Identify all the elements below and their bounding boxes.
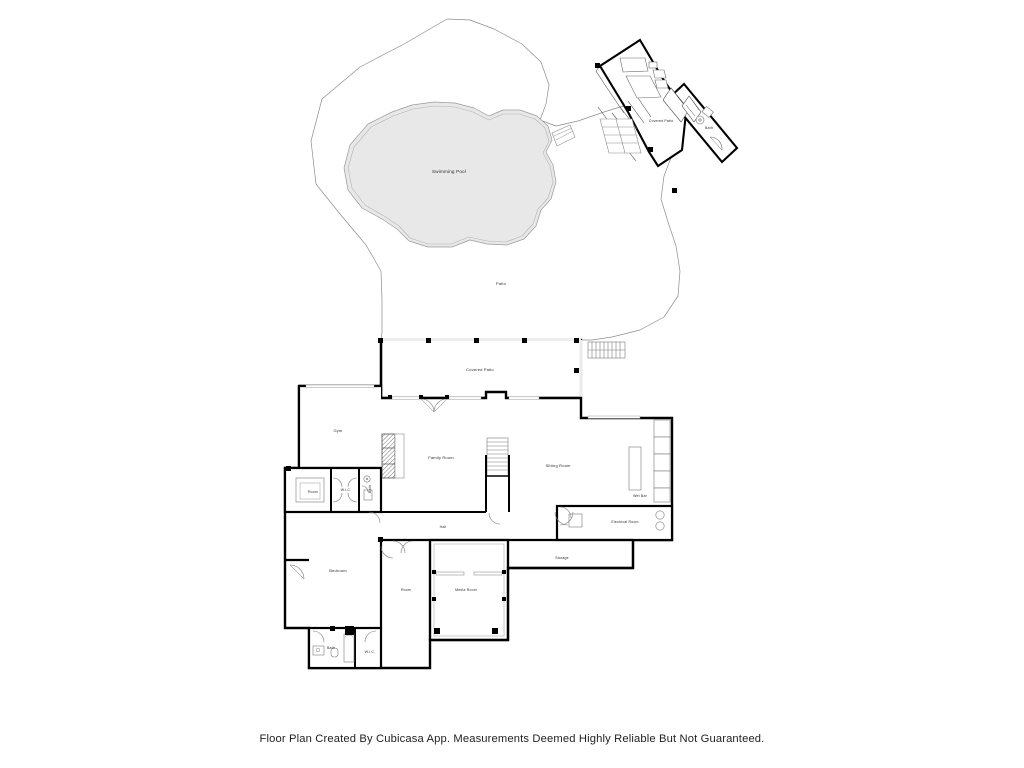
label-storage: Storage xyxy=(555,556,569,560)
covered-patio-area: Covered Patio xyxy=(378,338,583,400)
media-room-posts xyxy=(432,570,506,634)
disclaimer-text: Floor Plan Created By Cubicasa App. Meas… xyxy=(259,733,765,745)
family-room: Family Room xyxy=(428,455,454,460)
label-media-room: Media Room xyxy=(455,588,477,592)
label-lower-bath: Bath xyxy=(327,646,335,650)
label-patio: Patio xyxy=(496,281,507,286)
swimming-pool-group: Swimming Pool xyxy=(343,101,557,248)
label-electrical-room: Electrical Room xyxy=(611,520,638,524)
sitting-room: Sitting Room xyxy=(545,463,571,468)
label-guest-bath: Bath xyxy=(368,485,372,493)
wet-bar-area: Wet Bar xyxy=(587,415,671,503)
label-lower-room: Room xyxy=(401,588,411,592)
label-main-covered-patio: Covered Patio xyxy=(466,367,494,372)
patio-windows xyxy=(391,396,540,400)
label-poolhouse-covered-patio: Covered Patio xyxy=(649,119,674,123)
label-family-room: Family Room xyxy=(428,455,454,460)
label-hall: Hall xyxy=(440,525,447,529)
pool-house-stair-hatch xyxy=(662,87,702,123)
covered-patio-posts xyxy=(378,338,579,373)
swimming-pool-outer-outline xyxy=(343,101,557,248)
label-poolhouse-bath: Bath xyxy=(705,126,713,130)
interior-posts xyxy=(286,395,449,471)
fireplace xyxy=(381,433,405,479)
label-sitting-room: Sitting Room xyxy=(545,463,571,468)
swimming-pool-inner-outline xyxy=(347,105,554,245)
pool-house-group: Covered Patio Bath xyxy=(595,38,739,193)
label-swimming-pool: Swimming Pool xyxy=(432,169,466,174)
bedroom: Bedroom xyxy=(285,537,383,628)
pool-steps-group xyxy=(551,124,576,147)
bedroom-door xyxy=(380,545,394,559)
gym-door xyxy=(368,511,381,524)
label-guest-wic: W.I.C. xyxy=(341,488,352,492)
pool-steps xyxy=(551,124,576,147)
guest-suite-group: Room W.I.C. Bath xyxy=(283,466,383,514)
electrical-room: Electrical Room xyxy=(555,504,674,542)
main-house-group: Covered Patio xyxy=(283,338,674,670)
pool-house-steps xyxy=(599,118,642,154)
bedroom-posts xyxy=(378,537,383,542)
gym-room: Gym xyxy=(297,384,381,470)
lower-bath-group: Bath W.I.C. xyxy=(307,626,383,670)
exterior-stair xyxy=(587,341,626,359)
pool-house-fixtures xyxy=(619,57,669,99)
patio-french-doors xyxy=(420,398,448,413)
label-gym: Gym xyxy=(334,428,343,433)
label-wet-bar: Wet Bar xyxy=(633,494,647,498)
pool-house-bath-door xyxy=(709,136,723,151)
pool-house-bath-fixtures xyxy=(695,105,714,125)
media-room: Media Room xyxy=(428,538,510,642)
label-guest-room: Room xyxy=(308,490,318,494)
label-lower-wic: W.I.C. xyxy=(365,650,376,654)
pool-house-posts xyxy=(595,63,677,193)
label-bedroom: Bedroom xyxy=(329,568,347,573)
central-staircase xyxy=(485,437,510,525)
lower-bath-posts xyxy=(330,626,354,635)
